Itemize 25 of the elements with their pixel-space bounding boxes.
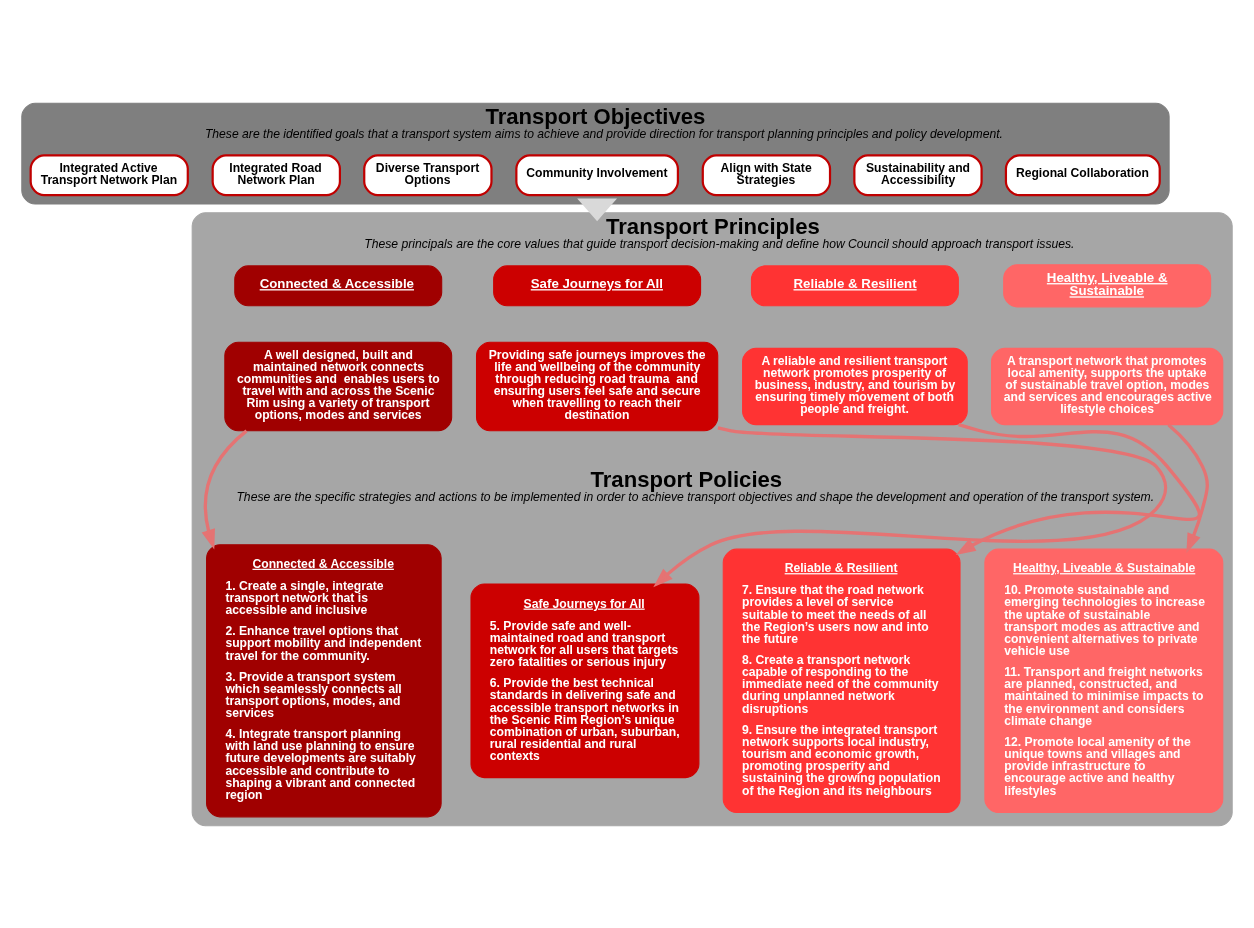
node-box: Align with State Strategies bbox=[701, 153, 832, 196]
node-box: Integrated Road Network Plan bbox=[211, 153, 341, 196]
arrow bbox=[653, 425, 1167, 587]
node-box: Connected & Accessible bbox=[234, 264, 443, 306]
node-box: Reliable & Resilient bbox=[750, 264, 959, 306]
arrow bbox=[1167, 422, 1209, 553]
node-box: Connected & Accessible 1. Create a single, integrate transport network that is accessible and inclusive 2. Enhance travel options that support mobility and independent travel for the community. 3. Provide a transport system which seamlessly connects all transport options, modes, and services 4. Integrate transport planning with land use planning to ensure future developments are suitably accessible and contribute to shaping a vibrant and connected region bbox=[206, 543, 442, 817]
node-box: Diverse Transport Options bbox=[363, 153, 493, 196]
node-box: Providing safe journeys improves the life and wellbeing of the community through reducing road trauma and ensuring users feel safe and secure when travelling to reach their destination bbox=[476, 341, 719, 431]
arrow bbox=[201, 429, 248, 549]
node-box: Community Involvement bbox=[515, 153, 679, 196]
node-box: Healthy, Liveable & Sustainable bbox=[1003, 263, 1212, 307]
label: Transport Policies bbox=[590, 466, 783, 492]
node-box: A reliable and resilient transport network promotes prosperity of business, industry, and tourism by ensuring timely movement of both people and freight. bbox=[742, 347, 968, 425]
node-box: Integrated Active Transport Network Plan bbox=[29, 153, 189, 196]
node-box: Safe Journeys for All bbox=[493, 264, 702, 306]
node-box: Regional Collaboration bbox=[1004, 153, 1161, 196]
node-box: Reliable & Resilient 7. Ensure that the road network provides a level of service suitable to meet the needs of all the Region’s users now and into the future 8. Create a transport network capable of responding to the immediate need of the community during unplanned network disruptions 9. Ensure the integrated transport network supports local industry, tourism and economic growth, promoting prosperity and sustaining the growing population of the Region and its neighbours bbox=[722, 548, 961, 813]
node-box: Safe Journeys for All 5. Provide safe and well-maintained road and transport network for all users that targets zero fatalities or serious injury 6. Provide the best technical standards in delivering safe and accessible transport networks in the Scenic Rim Region’s unique combination of urban, suburban, rural residential and rural contexts bbox=[470, 582, 700, 778]
arrow bbox=[955, 422, 1200, 555]
node-box: Healthy, Liveable & Sustainable 10. Promote sustainable and emerging technologies to increase the uptake of sustainable transport modes as attractive and convenient alternatives to private vehicle use 11. Transport and freight networks are planned, constructed, and maintained to minimise impacts to the environment and considers climate change 12. Promote local amenity of the unique towns and villages and provide infrastructure to encourage active and healthy lifestyles bbox=[984, 548, 1224, 813]
node-box: A transport network that promotes local amenity, supports the uptake of sustainable travel option, modes and services and encourages active lifestyle choices bbox=[991, 347, 1224, 425]
node-box: A well designed, built and maintained network connects communities and enables users to travel with and across the Scenic Rim using a variety of transport options, modes and services bbox=[224, 341, 453, 431]
arrow bbox=[577, 197, 618, 221]
node-box: Sustainability and Accessibility bbox=[853, 153, 983, 196]
